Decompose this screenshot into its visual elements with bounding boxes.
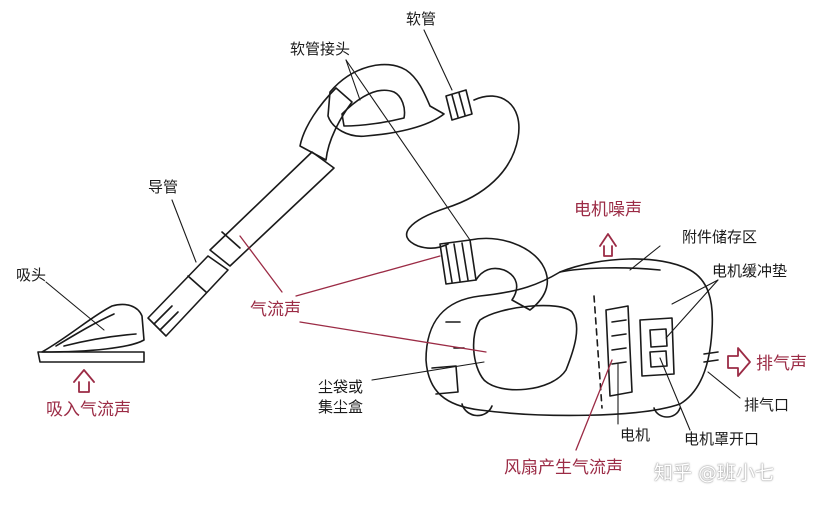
motor-cover-opening-label: 电机罩开口 (684, 432, 759, 447)
exhaust-right-arrow-icon (728, 348, 750, 376)
up-arrow-icon (600, 234, 616, 256)
intake-up-arrow-icon (74, 370, 94, 392)
dust-bag-label: 尘袋或 集尘盒 (318, 378, 363, 417)
airflow-noise-label: 气流声 (250, 302, 301, 319)
intake-airflow-noise-label: 吸入气流声 (46, 402, 131, 419)
exhaust-noise-label: 排气声 (756, 356, 807, 373)
exhaust-port-label: 排气口 (744, 398, 789, 413)
upper-wand-shape (210, 88, 352, 266)
motor-damping-pad-label: 电机缓冲垫 (712, 264, 787, 279)
motor-noise-label: 电机噪声 (574, 202, 642, 219)
suction-head-label: 吸头 (16, 268, 46, 283)
motor-label: 电机 (620, 428, 650, 443)
accessory-storage-label: 附件储存区 (682, 230, 757, 245)
guide-tube-label: 导管 (148, 180, 178, 195)
soft-hose-label: 软管 (406, 12, 436, 27)
fan-airflow-noise-label: 风扇产生气流声 (504, 460, 623, 477)
suction-head-shape (38, 304, 144, 362)
lower-wand-shape (148, 256, 228, 336)
leader-lines (46, 30, 740, 430)
hose-connector-label: 软管接头 (290, 42, 350, 57)
hose-inlet-shape (440, 238, 547, 310)
red-annotation-lines (240, 236, 612, 450)
watermark: 知乎 @班小七 (654, 464, 774, 483)
